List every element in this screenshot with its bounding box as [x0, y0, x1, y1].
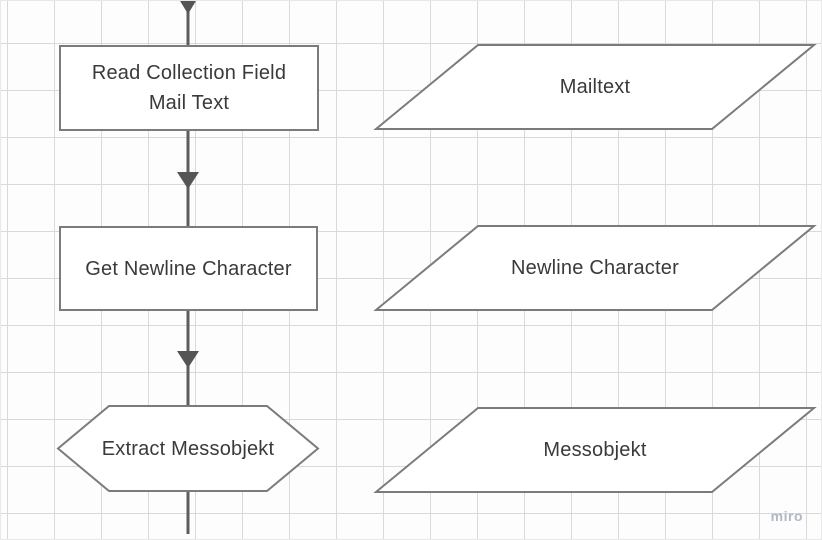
node-shape-extract-messobjekt[interactable]: [56, 405, 320, 492]
miro-watermark-logo[interactable]: miro: [770, 508, 803, 524]
node-shape-read-collection-field[interactable]: [59, 45, 319, 131]
node-shape-get-newline-character[interactable]: [59, 226, 318, 311]
node-shape-newline-character[interactable]: [373, 225, 817, 311]
connector-inbound-to-read-collection-field[interactable]: [177, 1, 199, 46]
arrowhead-down-icon: [177, 351, 199, 368]
arrowhead-down-icon: [177, 172, 199, 189]
node-shape-mailtext[interactable]: [373, 44, 817, 130]
node-shape-messobjekt[interactable]: [373, 407, 817, 493]
arrowhead-down-icon: [180, 1, 196, 14]
connector-get-newline-to-extract-messobjekt[interactable]: [177, 310, 199, 407]
connector-read-collection-field-to-get-newline[interactable]: [177, 130, 199, 227]
